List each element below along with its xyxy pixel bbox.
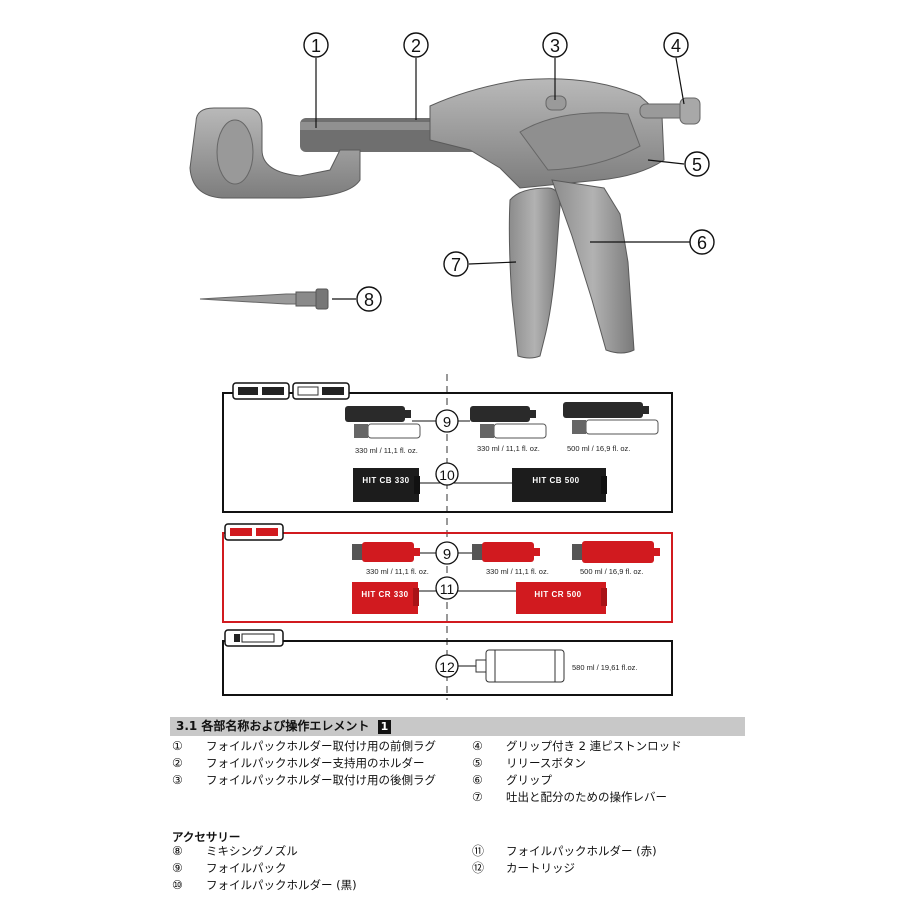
grip-handle [508,187,561,359]
black-badge-9: 9 [443,414,451,431]
svg-text:6: 6 [697,233,707,253]
list-item: ⑫ カートリッジ [472,861,575,875]
section-title: 3.1 各部名称および操作エレメント [176,719,370,733]
svg-text:HIT CR 330: HIT CR 330 [361,590,408,599]
svg-text:7: 7 [451,255,461,275]
holder-hit-cr-500: HIT CR 500 [516,582,607,614]
red-foil-pack-330-a [352,542,420,562]
cartridge-box: 12 580 ml / 19,61 fl.oz. [222,629,673,696]
red-badge-9: 9 [443,546,451,563]
list-item: ③ フォイルパックホルダー取付け用の後側ラグ [172,773,436,787]
svg-text:4: 4 [671,36,681,56]
parts-list-left: ① フォイルパックホルダー取付け用の前側ラグ ② フォイルパックホルダー支持用の… [172,738,444,789]
svg-text:HIT CR 500: HIT CR 500 [534,590,581,599]
svg-text:2: 2 [411,36,421,56]
callout-2: 2 [403,32,429,58]
rear-lug [545,95,567,111]
callout-6: 6 [689,229,715,255]
list-item: ⑤ リリースボタン [472,756,586,770]
callout-1: 1 [303,32,329,58]
red-volume-1: 330 ml / 11,1 fl. oz. [366,567,429,576]
list-item: ⑥ グリップ [472,773,552,787]
black-foil-pack-330-b [470,406,547,439]
list-item: ⑨ フォイルパック [172,861,287,875]
svg-text:1: 1 [311,36,321,56]
red-foil-pack-330-b [472,542,540,562]
mixing-nozzle-illustration [199,288,329,310]
red-holder-box: 330 ml / 11,1 fl. oz. 330 ml / 11,1 fl. … [222,523,673,623]
cartridge-illustration [475,649,565,683]
accessories-title: アクセサリー [172,830,241,844]
red-badge-11: 11 [440,581,455,597]
red-foil-pack-500 [572,541,660,563]
accessories-list-right: ⑪ フォイルパックホルダー (赤) ⑫ カートリッジ [472,843,744,877]
svg-text:HIT CB 500: HIT CB 500 [532,476,579,485]
cartridge-badge-12: 12 [439,659,455,675]
parts-list-right: ④ グリップ付き 2 連ピストンロッド ⑤ リリースボタン ⑥ グリップ ⑦ 吐… [472,738,744,806]
red-volume-3: 500 ml / 16,9 fl. oz. [580,567,643,576]
dispenser-figure: 1 2 3 4 5 6 7 8 [189,32,715,700]
list-item: ④ グリップ付き 2 連ピストンロッド [472,739,682,753]
red-volume-2: 330 ml / 11,1 fl. oz. [486,567,549,576]
section-header: 3.1 各部名称および操作エレメント 1 [170,717,745,736]
holder-hit-cb-500: HIT CB 500 [512,468,607,502]
callout-4: 4 [663,32,689,58]
black-badge-10: 10 [439,467,455,483]
accessories-list-left: ⑧ ミキシングノズル ⑨ フォイルパック ⑩ フォイルパックホルダー (黒) [172,843,444,894]
holder-hit-cr-330: HIT CR 330 [352,582,419,614]
black-volume-1: 330 ml / 11,1 fl. oz. [355,446,418,455]
list-item: ① フォイルパックホルダー取付け用の前側ラグ [172,739,436,753]
dispenser-gun-illustration [189,78,701,359]
black-volume-2: 330 ml / 11,1 fl. oz. [477,444,540,453]
list-item: ⑩ フォイルパックホルダー (黒) [172,878,357,892]
figure-ref-badge: 1 [377,720,392,734]
callout-3: 3 [542,32,568,58]
cartridge-volume: 580 ml / 19,61 fl.oz. [572,663,637,672]
black-foil-pack-500 [563,402,659,435]
svg-text:HIT CB 330: HIT CB 330 [362,476,409,485]
list-item: ⑪ フォイルパックホルダー (赤) [472,844,657,858]
svg-text:5: 5 [692,155,702,175]
list-item: ⑧ ミキシングノズル [172,844,298,858]
callout-7: 7 [443,251,469,277]
black-volume-3: 500 ml / 16,9 fl. oz. [567,444,630,453]
svg-text:3: 3 [550,36,560,56]
black-foil-pack-330-a [345,406,421,439]
callout-5: 5 [684,151,710,177]
holder-hit-cb-330: HIT CB 330 [353,468,420,502]
list-item: ⑦ 吐出と配分のための操作レバー [472,790,667,804]
list-item: ② フォイルパックホルダー支持用のホルダー [172,756,425,770]
callout-8: 8 [356,286,382,312]
trigger-lever [551,179,635,354]
svg-text:8: 8 [364,290,374,310]
black-holder-box: 330 ml / 11,1 fl. oz. 330 ml / 11,1 fl. … [222,382,673,513]
